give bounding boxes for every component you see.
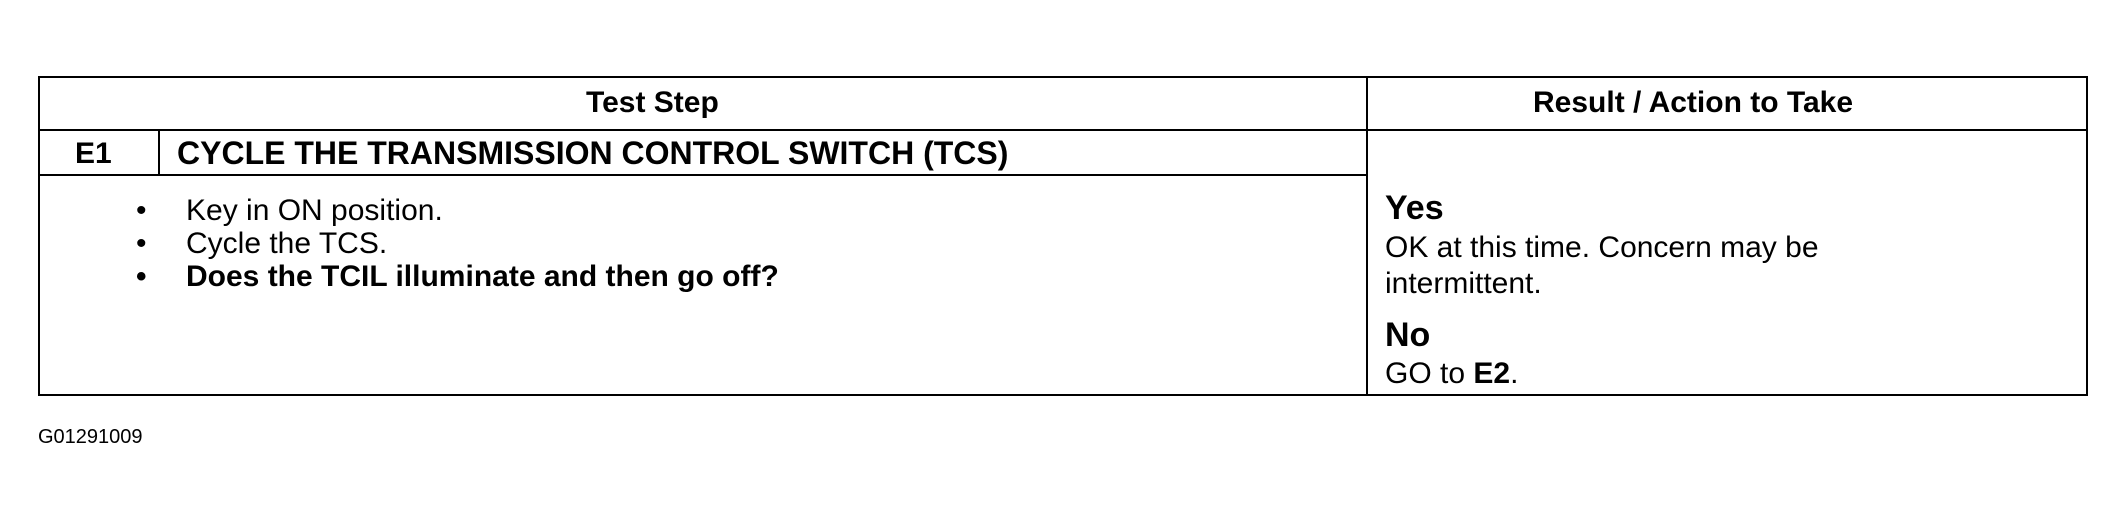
step-bullet-1: • Key in ON position. [136, 196, 443, 226]
result-yes-label: Yes [1385, 189, 1444, 227]
test-step-table [38, 76, 2088, 396]
header-result-action: Result / Action to Take [1533, 86, 1854, 119]
bullet-text: Does the TCIL illuminate and then go off… [186, 260, 779, 293]
step-title-divider [38, 174, 1368, 176]
result-yes-text-line1: OK at this time. Concern may be [1385, 231, 1819, 264]
step-title: CYCLE THE TRANSMISSION CONTROL SWITCH (T… [177, 135, 1009, 171]
step-id-divider [158, 129, 160, 176]
step-id: E1 [75, 137, 112, 170]
result-no-suffix: . [1510, 357, 1519, 390]
header-test-step: Test Step [586, 86, 719, 119]
bullet-icon: • [136, 260, 147, 293]
step-bullet-2: • Cycle the TCS. [136, 229, 387, 259]
figure-code: G01291009 [38, 426, 143, 448]
result-yes-text-line2: intermittent. [1385, 267, 1542, 300]
result-no-target-link: E2 [1473, 357, 1511, 390]
bullet-icon: • [136, 227, 147, 260]
bullet-text: Key in ON position. [186, 194, 443, 227]
result-no-text: GO to E2. [1385, 359, 1518, 389]
column-divider [1366, 76, 1368, 396]
bullet-icon: • [136, 194, 147, 227]
bullet-text: Cycle the TCS. [186, 227, 388, 260]
header-divider [38, 129, 2088, 131]
result-no-label: No [1385, 316, 1431, 354]
result-no-prefix: GO to [1385, 357, 1474, 390]
step-bullet-3: • Does the TCIL illuminate and then go of… [136, 262, 779, 292]
